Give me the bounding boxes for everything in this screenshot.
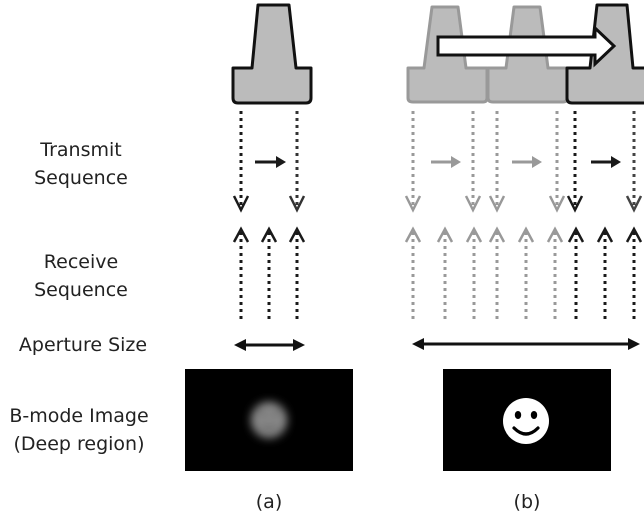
- sweep-arrow-icon: [436, 24, 617, 68]
- panel-b-transmit-arrows-inactive: [404, 111, 566, 213]
- aperture-size-label: Aperture Size: [18, 334, 148, 356]
- panel-b-shift-arrow-head-1: [451, 156, 461, 168]
- transmit-sequence-label: Transmit Sequence: [0, 136, 162, 192]
- panel-b-transmit-arrows-active: [566, 111, 643, 213]
- panel-b-shift-arrow-head-2: [532, 156, 542, 168]
- panel-b-shift-arrow-head-3: [611, 156, 621, 168]
- receive-label-line2: Sequence: [34, 279, 128, 301]
- transmit-label-line1: Transmit: [40, 139, 122, 161]
- panel-b-aperture-arrow: [412, 338, 640, 350]
- panel-b-bmode-image: [443, 369, 611, 471]
- panel-a-shift-arrow-head: [276, 156, 286, 168]
- receive-label-line1: Receive: [43, 251, 119, 273]
- receive-sequence-label: Receive Sequence: [0, 248, 162, 304]
- bmode-image-label: B-mode Image (Deep region): [0, 402, 158, 458]
- panel-a-transducer: [231, 3, 313, 105]
- panel-a-bmode-image: [185, 369, 353, 471]
- smiley-face-icon: [503, 398, 549, 444]
- panel-b-caption: (b): [513, 491, 541, 513]
- panel-a-caption: (a): [255, 491, 283, 513]
- panel-b-receive-arrows-active: [567, 226, 643, 322]
- panel-a-receive-arrows: [232, 226, 306, 322]
- panel-a-transmit-arrows: [232, 111, 306, 213]
- panel-b-receive-arrows-inactive: [404, 226, 564, 322]
- blurred-smiley-icon: [251, 402, 287, 438]
- bmode-label-line2: (Deep region): [13, 433, 145, 455]
- transmit-label-line2: Sequence: [34, 167, 128, 189]
- panel-a-aperture-arrow: [234, 339, 305, 351]
- bmode-label-line1: B-mode Image: [9, 405, 149, 427]
